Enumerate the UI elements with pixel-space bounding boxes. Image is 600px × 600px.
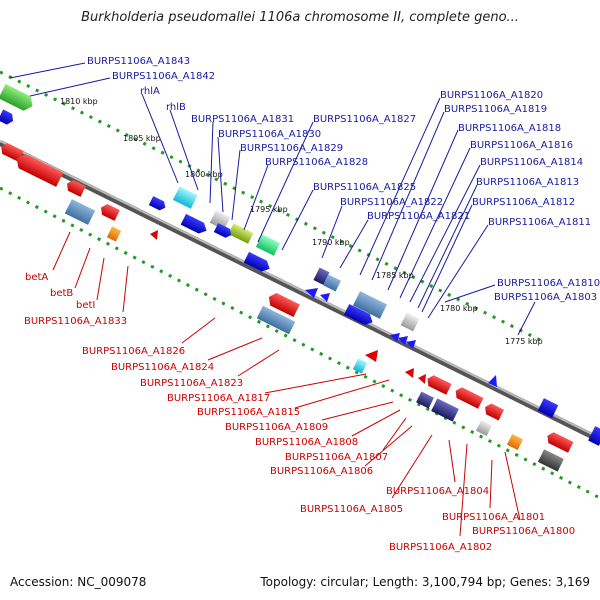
gene-label: BURPS1106A_A1818 xyxy=(458,123,561,134)
gene-label: BURPS1106A_A1813 xyxy=(476,177,579,188)
gene-label: BURPS1106A_A1810 xyxy=(497,278,600,289)
gene-label: BURPS1106A_A1820 xyxy=(440,90,543,101)
gene-label: rhlB xyxy=(166,102,186,113)
backbone-line xyxy=(0,140,600,443)
gene-mark xyxy=(488,375,497,387)
outer-dotted-track xyxy=(0,70,541,342)
gene-label: BURPS1106A_A1805 xyxy=(300,504,403,515)
gene-label: BURPS1106A_A1804 xyxy=(386,486,489,497)
gene-label: betB xyxy=(50,288,73,299)
gene-label: BURPS1106A_A1808 xyxy=(255,437,358,448)
gene-label: BURPS1106A_A1816 xyxy=(470,140,573,151)
gene-label: BURPS1106A_A1828 xyxy=(265,157,368,168)
accession-text: Accession: NC_009078 xyxy=(10,575,147,589)
gene-label: rhlA xyxy=(140,86,160,97)
gene-mark xyxy=(405,368,414,378)
reverse-leaders xyxy=(52,231,521,537)
gene-label: BURPS1106A_A1803 xyxy=(494,292,597,303)
gene-label: BURPS1106A_A1809 xyxy=(225,422,328,433)
gene-mark xyxy=(320,293,330,302)
gene-label: BURPS1106A_A1822 xyxy=(340,197,443,208)
tick-label: 1795 kbp xyxy=(250,205,288,214)
gene-label: BURPS1106A_A1802 xyxy=(389,542,492,553)
gene-label: BURPS1106A_A1830 xyxy=(218,129,321,140)
gene-label: BURPS1106A_A1831 xyxy=(191,114,294,125)
gene-mark xyxy=(305,288,318,298)
gene-mark xyxy=(398,336,408,345)
gene-label: BURPS1106A_A1827 xyxy=(313,114,416,125)
forward-leaders xyxy=(9,62,536,336)
gene-mark xyxy=(418,374,426,384)
gene-label: BURPS1106A_A1842 xyxy=(112,71,215,82)
tick-label: 1810 kbp xyxy=(60,97,98,106)
gene-label: BURPS1106A_A1825 xyxy=(313,182,416,193)
gene-mark xyxy=(406,340,416,349)
gene-label: BURPS1106A_A1811 xyxy=(488,217,591,228)
gene-label: BURPS1106A_A1812 xyxy=(472,197,575,208)
tick-label: 1775 kbp xyxy=(505,337,543,346)
tick-label: 1805 kbp xyxy=(123,134,161,143)
tick-label: 1790 kbp xyxy=(312,238,350,247)
gene-label: BURPS1106A_A1821 xyxy=(367,211,470,222)
forward-genes xyxy=(0,83,600,446)
gene-label: betI xyxy=(76,300,95,311)
gene-mark xyxy=(390,333,400,342)
gene-label: BURPS1106A_A1829 xyxy=(240,143,343,154)
tick-label: 1800 kbp xyxy=(185,170,223,179)
gene-label: betA xyxy=(25,272,48,283)
topology-summary: Topology: circular; Length: 3,100,794 bp… xyxy=(260,575,590,589)
tick-label: 1780 kbp xyxy=(440,304,478,313)
gene-label: BURPS1106A_A1801 xyxy=(442,512,545,523)
gene-label: BURPS1106A_A1806 xyxy=(270,466,373,477)
gene-label: BURPS1106A_A1824 xyxy=(111,362,214,373)
gene-label: BURPS1106A_A1815 xyxy=(197,407,300,418)
gene-label: BURPS1106A_A1823 xyxy=(140,378,243,389)
gene-label: BURPS1106A_A1826 xyxy=(82,346,185,357)
backbone-highlight xyxy=(0,140,600,439)
gene-mark xyxy=(150,230,158,240)
gene-label: BURPS1106A_A1843 xyxy=(87,56,190,67)
gene-label: BURPS1106A_A1833 xyxy=(24,316,127,327)
gene-label: BURPS1106A_A1817 xyxy=(167,393,270,404)
reverse-genes xyxy=(1,143,574,472)
gene-mark xyxy=(365,350,378,362)
map-title: Burkholderia pseudomallei 1106a chromoso… xyxy=(81,10,519,25)
gene-label: BURPS1106A_A1814 xyxy=(480,157,583,168)
inner-dotted-track xyxy=(0,186,600,500)
gene-label: BURPS1106A_A1819 xyxy=(444,104,547,115)
gene-label: BURPS1106A_A1807 xyxy=(285,452,388,463)
gene-label: BURPS1106A_A1800 xyxy=(472,526,575,537)
